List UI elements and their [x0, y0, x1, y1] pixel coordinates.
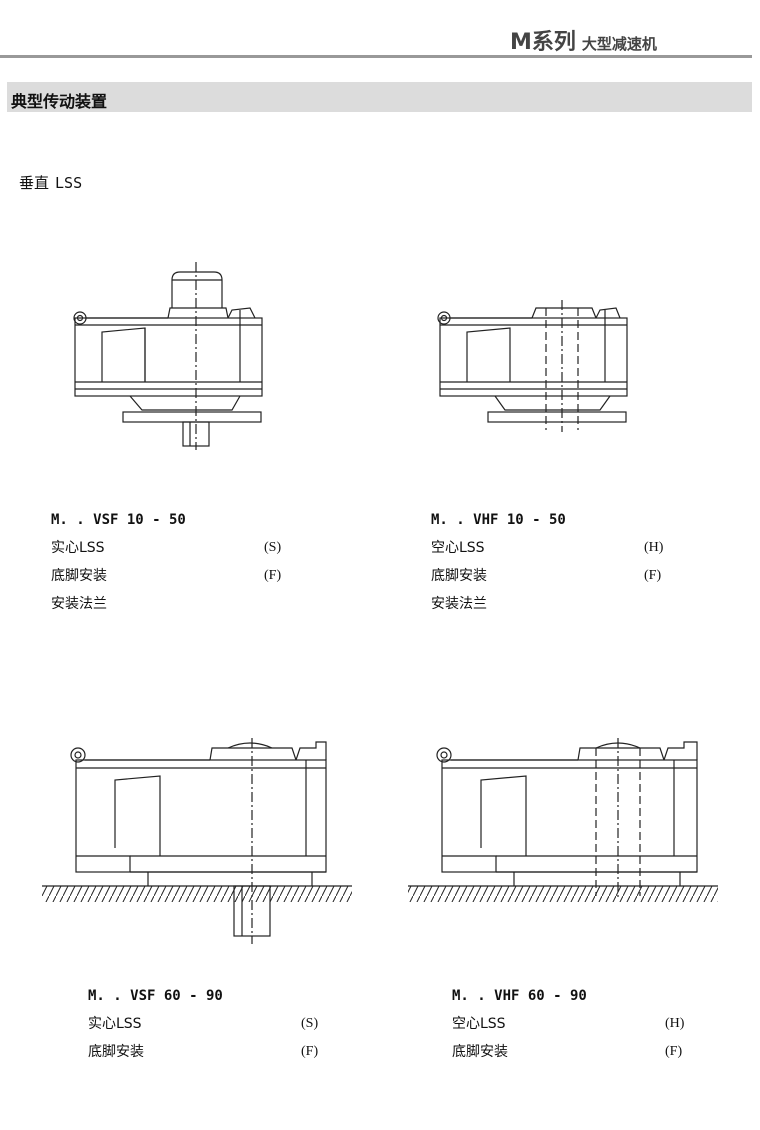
drawing-vhf-10-50	[437, 300, 628, 432]
header-rule	[0, 55, 752, 58]
spec-label: 安装法兰	[431, 596, 487, 612]
spec-row: 安装法兰	[431, 590, 671, 618]
model-code: M. . VHF 60 - 90	[452, 988, 587, 1004]
model-code: M. . VSF 10 - 50	[51, 512, 186, 528]
spec-code: (F)	[665, 1044, 683, 1059]
spec-row: 空心LSS (H)	[431, 534, 671, 562]
spec-label: 底脚安装	[431, 568, 487, 584]
spec-row: 底脚安装 (F)	[431, 562, 671, 590]
series-subtitle: 大型减速机	[581, 35, 657, 53]
drawing-vhf-60-90	[408, 738, 718, 902]
spec-label: 实心LSS	[51, 540, 105, 556]
model-code: M. . VHF 10 - 50	[431, 512, 566, 528]
orientation-code: LSS	[55, 174, 83, 192]
spec-label: 空心LSS	[431, 540, 485, 556]
spec-code: (H)	[644, 540, 664, 555]
spec-vsf-60-90: M. . VSF 60 - 90 实心LSS (S) 底脚安装 (F)	[88, 988, 328, 1066]
orientation-label: 垂直	[19, 174, 50, 192]
spec-row: 底脚安装 (F)	[88, 1038, 328, 1066]
spec-vsf-10-50: M. . VSF 10 - 50 实心LSS (S) 底脚安装 (F) 安装法兰	[51, 512, 291, 618]
spec-label: 底脚安装	[51, 568, 107, 584]
spec-row: 底脚安装 (F)	[51, 562, 291, 590]
spec-code: (S)	[301, 1016, 319, 1031]
spec-row: 安装法兰	[51, 590, 291, 618]
spec-code: (H)	[665, 1016, 685, 1031]
orientation-heading: 垂直 LSS	[19, 172, 82, 193]
spec-code: (F)	[301, 1044, 319, 1059]
spec-code: (F)	[644, 568, 662, 583]
spec-row: 底脚安装 (F)	[452, 1038, 692, 1066]
section-bar: 典型传动装置	[7, 82, 752, 112]
spec-label: 底脚安装	[452, 1044, 508, 1060]
spec-label: 安装法兰	[51, 596, 107, 612]
spec-label: 底脚安装	[88, 1044, 144, 1060]
spec-vhf-60-90: M. . VHF 60 - 90 空心LSS (H) 底脚安装 (F)	[452, 988, 692, 1066]
spec-code: (S)	[264, 540, 282, 555]
spec-row: 实心LSS (S)	[88, 1010, 328, 1038]
spec-label: 空心LSS	[452, 1016, 506, 1032]
header-title: M系列大型减速机	[510, 24, 657, 56]
series-label: M系列	[510, 30, 576, 55]
spec-row: 实心LSS (S)	[51, 534, 291, 562]
spec-row: 空心LSS (H)	[452, 1010, 692, 1038]
drawing-vsf-60-90	[42, 738, 352, 944]
spec-vhf-10-50: M. . VHF 10 - 50 空心LSS (H) 底脚安装 (F) 安装法兰	[431, 512, 671, 618]
spec-code: (F)	[264, 568, 282, 583]
section-title: 典型传动装置	[11, 92, 108, 111]
drawing-vsf-10-50	[73, 262, 263, 450]
model-code: M. . VSF 60 - 90	[88, 988, 223, 1004]
spec-label: 实心LSS	[88, 1016, 142, 1032]
